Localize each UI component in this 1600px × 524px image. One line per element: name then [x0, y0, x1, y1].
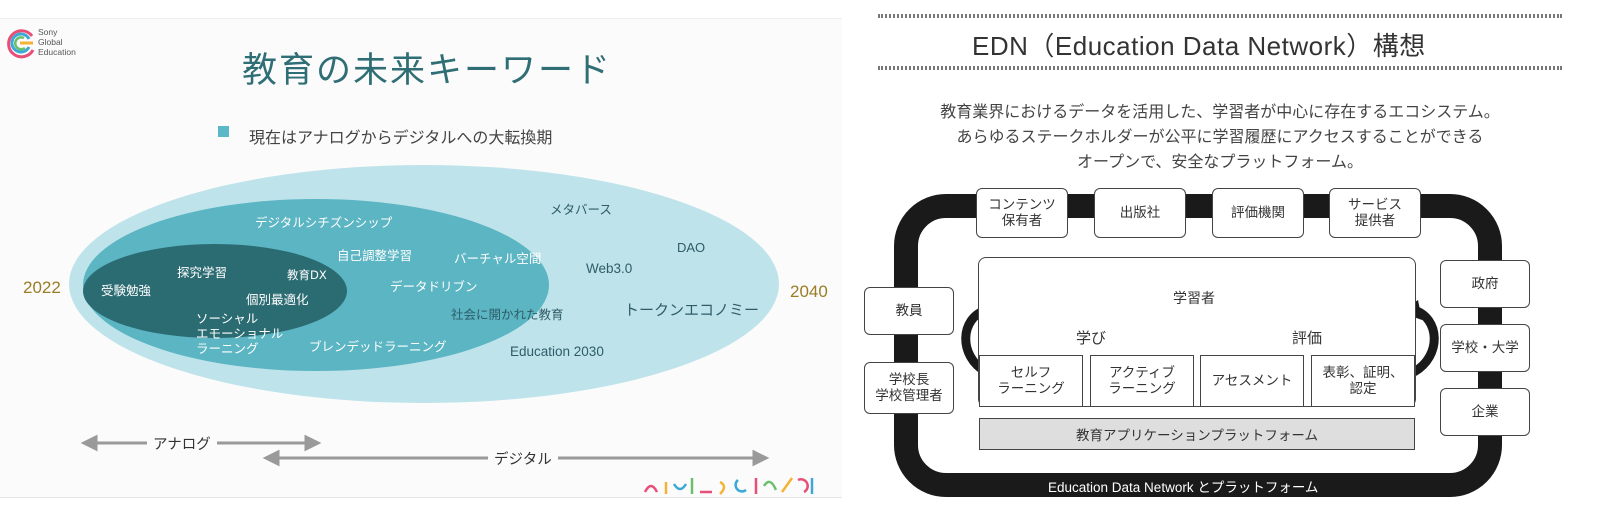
- evaluation-label: 評価: [1292, 329, 1323, 347]
- learner-label: 学習者: [1173, 291, 1215, 307]
- decorative-squiggles: [643, 477, 814, 495]
- self-learning-box: セルフ ラーニング: [979, 355, 1083, 407]
- keyword-token-economy: トークンエコノミー: [624, 301, 760, 319]
- keyword-web3: Web3.0: [586, 261, 633, 276]
- teacher-box: 教員: [864, 287, 954, 335]
- inner-ellipse: [83, 244, 347, 338]
- education-app-platform: 教育アプリケーションプラットフォーム: [979, 418, 1415, 450]
- edn-concept-slide: EDN（Education Data Network）構想 教育業界におけるデー…: [864, 0, 1600, 524]
- year-start-label: 2022: [23, 278, 61, 297]
- logo-text: Sony Global Education: [38, 27, 76, 57]
- description-line: オープンで、安全なプラットフォーム。: [1077, 152, 1363, 171]
- education-keywords-slide: Sony Global Education 教育の未来キーワード 現在はアナログ…: [0, 18, 842, 498]
- year-end-label: 2040: [790, 282, 828, 301]
- description-line: あらゆるステークホルダーが公平に学習履歴にアクセスすることができる: [956, 127, 1484, 146]
- logo-line: Global: [38, 37, 63, 47]
- assessment-box: アセスメント: [1200, 355, 1304, 407]
- digital-arrow-label: デジタル: [488, 448, 558, 469]
- principal-admin-box: 学校長 学校管理者: [864, 362, 954, 414]
- keyword-inquiry-learning: 探究学習: [177, 265, 228, 280]
- government-box: 政府: [1440, 260, 1530, 308]
- keyword-digital-citizenship: デジタルシチズンシップ: [255, 215, 393, 230]
- keyword-data-driven: データドリブン: [390, 279, 478, 294]
- description-line: 教育業界におけるデータを活用した、学習者が中心に存在するエコシステム。: [940, 102, 1500, 121]
- keyword-open-education: 社会に開かれた教育: [451, 307, 564, 322]
- nested-ellipse-diagram: [69, 165, 779, 467]
- sony-global-education-logo: [7, 29, 35, 59]
- bullet-square-icon: [218, 126, 229, 137]
- content-holder-box: コンテンツ 保有者: [976, 188, 1068, 238]
- publisher-box: 出版社: [1094, 188, 1186, 238]
- analog-arrow-label: アナログ: [147, 433, 217, 454]
- bullet-text: 現在はアナログからデジタルへの大転換期: [249, 128, 553, 147]
- top-dotted-rule: [878, 14, 1562, 18]
- logo-line: Education: [38, 47, 76, 57]
- keyword-personalized: 個別最適化: [246, 292, 309, 307]
- company-box: 企業: [1440, 388, 1530, 436]
- keyword-blended-learning: ブレンデッドラーニング: [309, 339, 447, 354]
- school-university-box: 学校・大学: [1440, 324, 1530, 372]
- evaluation-org-box: 評価機関: [1212, 188, 1304, 238]
- keyword-learning: ラーニング: [196, 341, 259, 356]
- keyword-education-2030: Education 2030: [510, 344, 604, 359]
- service-provider-box: サービス 提供者: [1329, 188, 1421, 238]
- keyword-dao: DAO: [677, 240, 706, 255]
- keyword-metaverse: メタバース: [550, 202, 612, 217]
- network-label: Education Data Network とプラットフォーム: [1048, 480, 1319, 495]
- logo-line: Sony: [38, 27, 58, 37]
- learn-label: 学び: [1076, 329, 1107, 347]
- keyword-social: ソーシャル: [196, 311, 259, 326]
- slide-title: 教育の未来キーワード: [242, 51, 613, 91]
- keyword-exam-study: 受験勉強: [101, 283, 152, 298]
- bottom-dotted-rule: [878, 66, 1562, 70]
- keyword-emotional: エモーショナル: [196, 326, 284, 341]
- keyword-virtual-space: バーチャル空間: [454, 251, 542, 266]
- keyword-education-dx: 教育DX: [287, 268, 327, 282]
- edn-title: EDN（Education Data Network）構想: [972, 31, 1426, 61]
- keyword-self-regulated: 自己調整学習: [337, 248, 413, 263]
- active-learning-box: アクティブ ラーニング: [1090, 355, 1194, 407]
- award-certification-box: 表彰、証明、 認定: [1311, 355, 1415, 407]
